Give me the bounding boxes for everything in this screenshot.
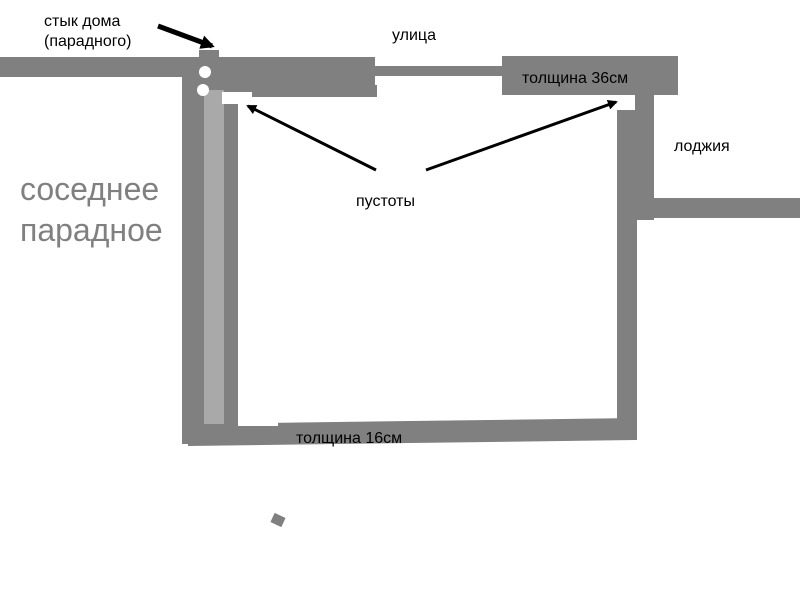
neighbor-label-line1: соседнее xyxy=(20,171,160,207)
voids-label: пустоты xyxy=(356,193,416,210)
top-wall-thin xyxy=(375,66,502,76)
room-left-inner xyxy=(222,104,238,434)
right-wall-upper xyxy=(632,75,654,220)
thickness-bottom-label: толщина 16см xyxy=(296,430,403,447)
junction-label-line2: (парадного) xyxy=(44,33,132,50)
void-top-right xyxy=(617,95,635,110)
void-circle-1 xyxy=(199,66,211,78)
neighbor-label-line2: парадное xyxy=(20,212,163,248)
street-label: улица xyxy=(392,27,436,44)
void-bottom-gap xyxy=(238,420,278,426)
debris-mark xyxy=(270,512,286,528)
void-arrow-left xyxy=(246,104,377,172)
top-wall-lower xyxy=(252,85,377,97)
thickness-top-label: толщина 36см xyxy=(522,70,629,87)
left-outer-wall xyxy=(0,57,200,77)
void-circle-2 xyxy=(197,84,209,96)
room-left-wall xyxy=(182,72,204,444)
voids-shapes xyxy=(197,66,635,426)
walls xyxy=(0,50,800,528)
void-top-left xyxy=(222,92,252,104)
junction-label-line1: стык дома xyxy=(44,13,121,30)
bottom-wall xyxy=(188,418,637,446)
loggia-wall xyxy=(654,198,800,218)
junction-arrow xyxy=(157,23,215,49)
joint-strip xyxy=(204,90,224,424)
loggia-label: лоджия xyxy=(674,138,730,155)
void-arrow-right xyxy=(425,99,618,172)
